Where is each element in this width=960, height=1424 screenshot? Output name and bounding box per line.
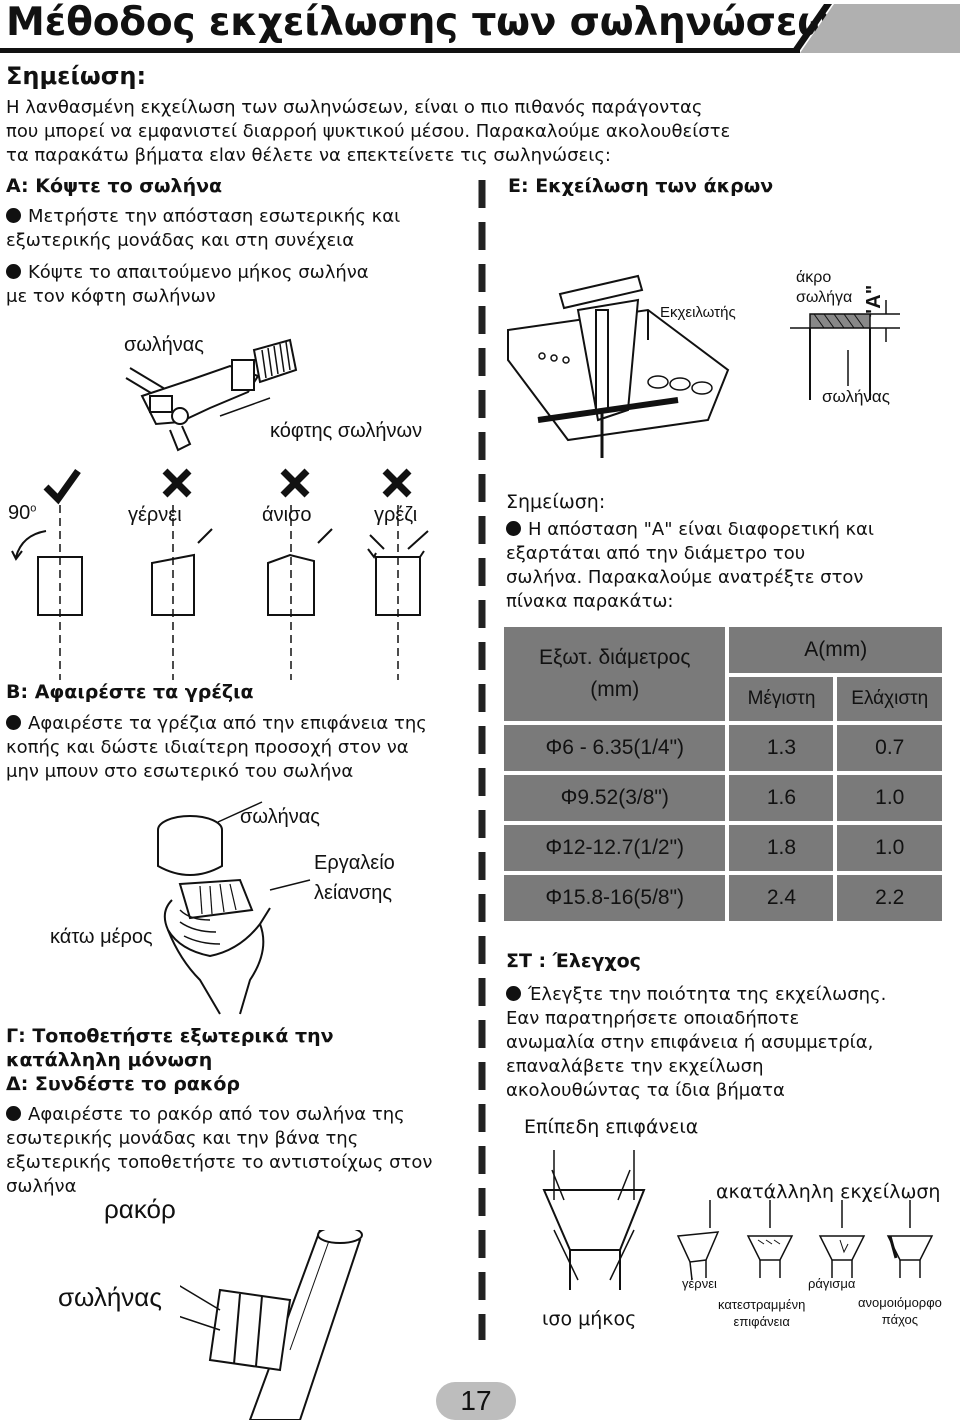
cutter-label: κόφτης σωλήνων xyxy=(270,420,423,442)
flare-dimension-table: Εξωτ. διάμετρος(mm) A(mm) Μέγιστη Ελάχισ… xyxy=(499,623,946,925)
flare-pipe-label: σωλήνας xyxy=(822,387,890,406)
flare-check-illustration xyxy=(542,1150,934,1290)
section-a-bullet-1: Μετρήστε την απόσταση εσωτερικής και εξω… xyxy=(6,206,401,251)
bullet-icon xyxy=(506,521,521,536)
bullet-icon xyxy=(6,208,21,223)
cross-icon xyxy=(382,468,412,498)
check-icon xyxy=(43,468,81,505)
bottom-part-label: κάτω μέρος xyxy=(50,926,153,948)
even-length-label: ισο μήκος xyxy=(542,1308,637,1330)
section-b-heading: B: Αφαιρέστε τα γρέζια xyxy=(6,681,254,703)
section-a-bullet-2: Κόψτε το απαιτούμενο μήκος σωλήνα με τον… xyxy=(6,262,369,307)
bullet-icon xyxy=(506,986,521,1001)
pipe-end-label: άκρο σωλήγα xyxy=(796,269,853,306)
section-b-text: Αφαιρέστε τα γρέζια από την επιφάνεια τη… xyxy=(6,713,427,782)
bullet-icon xyxy=(6,1106,21,1121)
pipe-end-illustration xyxy=(790,300,900,400)
cross-icon xyxy=(280,468,310,498)
deburr-pipe-label: σωλήνας xyxy=(240,806,320,828)
bullet-icon xyxy=(6,715,21,730)
note2-text: Η απόσταση "A" είναι διαφορετική και εξα… xyxy=(506,519,875,612)
bad-tilt-label: γέρνει xyxy=(682,1276,717,1291)
nut-pipe-label: σωλήνας xyxy=(58,1282,162,1312)
pipe-label: σωλήνας xyxy=(124,334,204,356)
flaring-tool-illustration xyxy=(507,274,730,458)
table-header-diameter: Εξωτ. διάμετρος(mm) xyxy=(499,623,730,725)
table-header-max: Μέγιστη xyxy=(725,673,838,725)
flare-nut-illustration xyxy=(180,1230,363,1420)
cross-icon xyxy=(162,468,192,498)
section-st-text: Έλεγξτε την ποιότητα της εκχείλωσης. Εαν… xyxy=(506,984,887,1101)
column-divider xyxy=(478,180,486,1340)
section-a-heading: A: Κόψτε το σωλήνα xyxy=(6,175,223,197)
section-d-text: Αφαιρέστε το ρακόρ από τον σωλήνα της εσ… xyxy=(6,1104,433,1197)
cut-examples-illustration xyxy=(11,468,429,680)
cut-label-tilt: γέρνει xyxy=(128,504,182,526)
section-g-heading: Γ: Τοποθετήστε εξωτερικά την κατάλληλη μ… xyxy=(6,1025,334,1071)
table-header-min: Ελάχιστη xyxy=(833,673,946,725)
table-header-a: A(mm) xyxy=(725,623,946,677)
title-rule xyxy=(0,48,800,53)
cut-label-uneven: άνισο xyxy=(262,504,312,526)
bullet-icon xyxy=(6,264,21,279)
section-d-heading: Δ: Συνδέστε το ρακόρ xyxy=(6,1073,241,1095)
note-heading: Σημείωση: xyxy=(6,62,147,90)
note-text: Η λανθασμένη εκχείλωση των σωληνώσεων, ε… xyxy=(6,97,731,166)
section-st-heading: ΣΤ : Έλεγχος xyxy=(506,950,641,972)
flaring-tool-label: Εκχειλωτής xyxy=(660,304,736,321)
bad-flare-label: ακατάλληλη εκχείλωση xyxy=(716,1181,941,1203)
nut-label: ρακόρ xyxy=(104,1194,176,1224)
cut-label-burr: γρέζι xyxy=(374,504,418,526)
section-e-heading: E: Εκχείλωση των άκρων xyxy=(508,175,774,197)
bad-crack-label: ράγισμα xyxy=(808,1276,856,1291)
deburr-tool-label: Εργαλείο λείανσης xyxy=(314,852,395,904)
pipe-cutter-illustration xyxy=(125,338,298,452)
title-tab-decoration xyxy=(790,4,960,53)
deburring-illustration xyxy=(157,801,311,1015)
note2-heading: Σημείωση: xyxy=(506,491,606,513)
flat-surface-label: Επίπεδη επιφάνεια xyxy=(524,1116,699,1138)
page-title: Μέθοδος εκχείλωσης των σωληνώσεων xyxy=(6,0,858,45)
page-number: 17 xyxy=(436,1382,516,1420)
angle-label: 90o xyxy=(8,502,37,524)
